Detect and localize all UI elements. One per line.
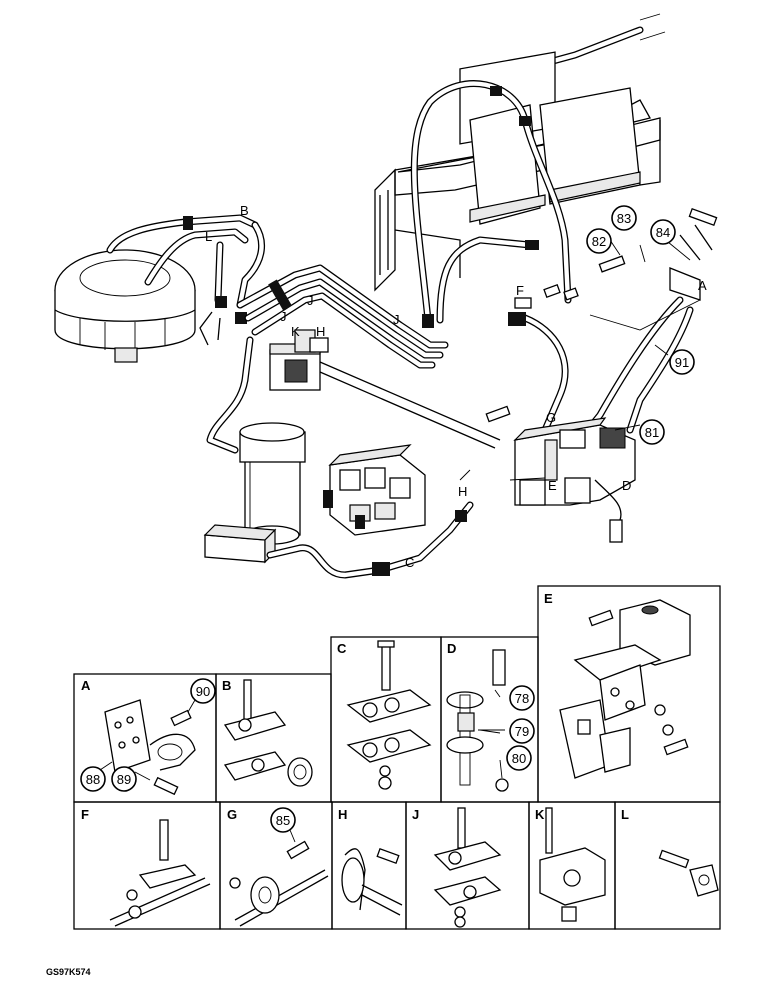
panel-f-drawing	[109, 819, 211, 927]
panel-b-drawing	[223, 679, 313, 787]
panel-a-label: A	[81, 678, 91, 693]
svg-text:81: 81	[645, 425, 659, 440]
letter-g: G	[546, 410, 556, 425]
callout-80: 80	[506, 745, 532, 771]
svg-text:90: 90	[196, 684, 210, 699]
air-filter-canister	[54, 249, 196, 363]
svg-text:80: 80	[512, 751, 526, 766]
callout-91: 91	[669, 349, 695, 375]
panel-e-drawing	[559, 599, 691, 779]
callout-82: 82	[586, 228, 612, 254]
callout-79: 79	[509, 718, 535, 744]
letter-b: B	[240, 203, 249, 218]
callout-84: 84	[650, 219, 676, 245]
letter-d: D	[622, 478, 631, 493]
j-pipes	[236, 264, 449, 369]
panel-h-drawing	[341, 847, 403, 916]
svg-text:91: 91	[675, 355, 689, 370]
panel-k-drawing	[539, 807, 606, 922]
figure-code: GS97K574	[46, 967, 91, 977]
panel-j-label: J	[412, 807, 419, 822]
svg-text:78: 78	[515, 691, 529, 706]
lower-c-hose	[266, 501, 474, 579]
main-letter-labels: B L J J K H J F A G H E D C	[205, 203, 707, 570]
panel-c-label: C	[337, 641, 347, 656]
panel-a-drawing	[104, 699, 196, 796]
callout-88: 88	[80, 766, 106, 792]
callout-85: 85	[270, 807, 296, 833]
panel-f-frame	[73, 801, 221, 930]
main-callouts: 82 83 84 91 81	[586, 205, 695, 445]
letter-c: C	[405, 555, 414, 570]
panel-l-drawing	[658, 849, 719, 897]
main-assembly	[54, 13, 718, 579]
hydraulic-filter	[239, 422, 306, 545]
callout-81: 81	[639, 419, 665, 445]
svg-text:82: 82	[592, 234, 606, 249]
letter-j-2: J	[280, 309, 287, 324]
svg-text:89: 89	[117, 772, 131, 787]
svg-text:79: 79	[515, 724, 529, 739]
filter-hoses	[106, 214, 266, 346]
letter-j-1: J	[307, 293, 314, 308]
main-control-valve	[513, 417, 636, 521]
panel-g-drawing	[229, 840, 329, 927]
cooler-box	[374, 51, 661, 292]
panel-callouts: 90 88 89 78 79 80	[80, 678, 535, 843]
panel-l-frame	[614, 801, 721, 930]
solenoid-block	[269, 329, 329, 391]
svg-text:84: 84	[656, 225, 670, 240]
panel-j-drawing	[433, 807, 502, 928]
callout-90: 90	[190, 678, 216, 704]
svg-text:83: 83	[617, 211, 631, 226]
small-box	[203, 524, 277, 564]
panel-j-frame	[405, 801, 530, 930]
panel-g-label: G	[227, 807, 237, 822]
panel-b-label: B	[222, 678, 231, 693]
panel-f-label: F	[81, 807, 89, 822]
callout-89: 89	[111, 766, 137, 792]
control-valve-bank	[323, 444, 426, 536]
letter-f: F	[516, 283, 524, 298]
panel-h-label: H	[338, 807, 347, 822]
panel-l-label: L	[621, 807, 629, 822]
letter-h-1: H	[316, 324, 325, 339]
panel-d-drawing	[446, 649, 509, 792]
letter-h-2: H	[458, 484, 467, 499]
panel-d-label: D	[447, 641, 456, 656]
letter-a: A	[698, 278, 707, 293]
panel-k-label: K	[535, 807, 545, 822]
panel-c-drawing	[346, 640, 432, 790]
svg-text:85: 85	[276, 813, 290, 828]
long-tube	[206, 336, 501, 454]
letter-e: E	[548, 478, 557, 493]
right-hoses	[508, 296, 694, 444]
fittings-top-right	[485, 207, 718, 543]
callout-83: 83	[611, 205, 637, 231]
callout-78: 78	[509, 685, 535, 711]
letter-l: L	[205, 229, 212, 244]
panel-e-label: E	[544, 591, 553, 606]
svg-text:88: 88	[86, 772, 100, 787]
detail-panels: A B C D E F G H J K L	[73, 585, 721, 930]
top-loop-hose	[410, 80, 572, 324]
letter-k: K	[291, 324, 300, 339]
letter-j-3: J	[393, 312, 400, 327]
